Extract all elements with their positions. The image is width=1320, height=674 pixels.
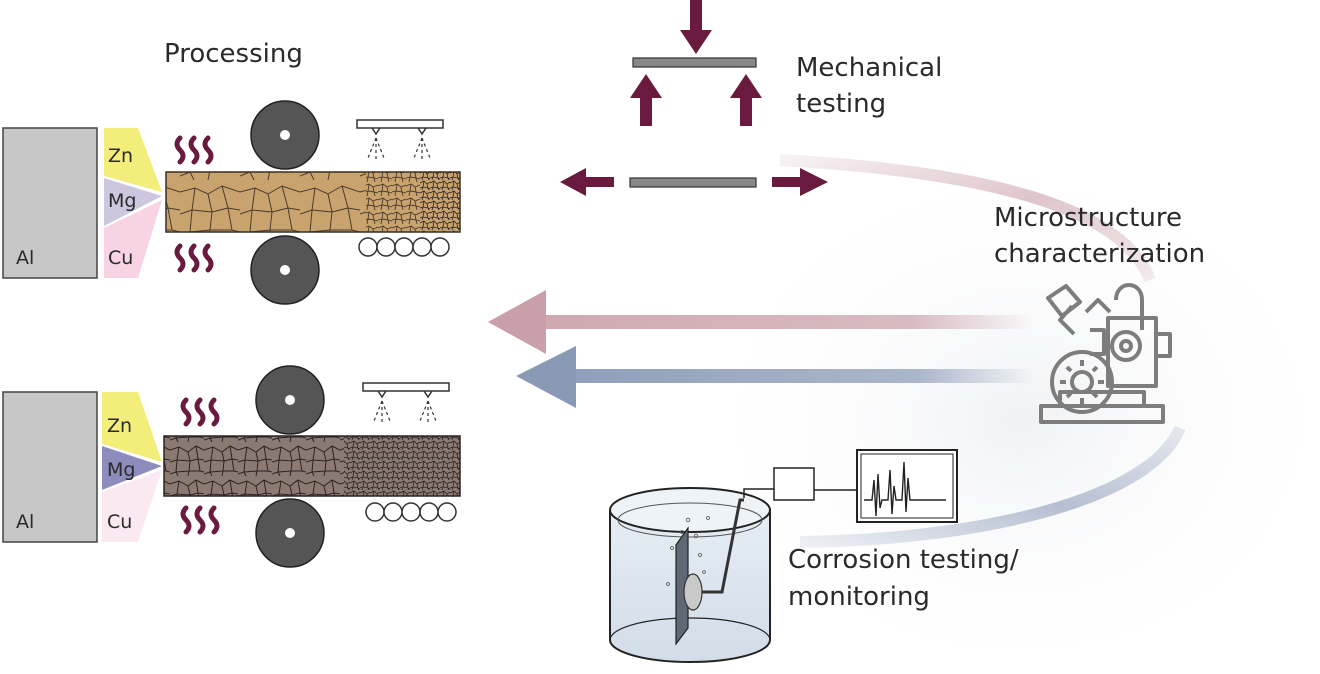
corrosion-label-line1: Corrosion testing/: [788, 545, 1019, 575]
element-cu-bottom: Cu: [102, 470, 162, 542]
microstructure-label-line1: Microstructure: [994, 203, 1182, 233]
blue-arrow: [516, 346, 1034, 408]
conveyor-rollers-top: [358, 237, 450, 257]
spray-nozzle-icon: [356, 119, 444, 162]
waveform-monitor-icon: [743, 449, 958, 523]
al-label-top: Al: [16, 247, 34, 269]
heat-wave-icon: [180, 397, 220, 535]
element-zn-bottom: Zn: [102, 392, 162, 462]
bottom-process-row: Al Zn Mg Cu: [2, 365, 461, 568]
heat-wave-icon: [174, 135, 214, 273]
mg-label-top: Mg: [108, 190, 136, 212]
zn-label-top: Zn: [108, 145, 133, 167]
mechanical-testing-label-line1: Mechanical: [796, 53, 942, 83]
processing-label: Processing: [164, 39, 303, 69]
cu-label-top: Cu: [108, 247, 133, 269]
roller-icon: [250, 100, 320, 305]
element-cu-top: Cu: [104, 200, 162, 278]
zn-label-bottom: Zn: [107, 415, 132, 437]
sheet-bottom: [163, 435, 461, 497]
top-process-row: Processing Al Zn Mg Cu: [2, 39, 461, 305]
spray-nozzle-icon: [362, 382, 450, 425]
element-mg-bottom: Mg: [102, 446, 162, 490]
conveyor-rollers-bottom: [365, 502, 457, 522]
al-label-bottom: Al: [16, 511, 34, 533]
mg-label-bottom: Mg: [107, 459, 135, 481]
mechanical-testing-label-line2: testing: [796, 89, 886, 119]
microscope-icon: [1039, 283, 1172, 424]
cu-label-bottom: Cu: [107, 511, 132, 533]
top-feedback-arc: [779, 154, 1156, 283]
microstructure-label-line2: characterization: [994, 239, 1205, 269]
roller-icon: [255, 365, 325, 568]
al-block-bottom: Al: [2, 391, 98, 543]
bottom-feedback-arc: [799, 425, 1186, 548]
element-zn-top: Zn: [104, 128, 162, 192]
pink-arrow: [488, 290, 1034, 354]
sheet-top: [165, 171, 461, 233]
al-block-top: Al: [2, 127, 98, 279]
corrosion-label-line2: monitoring: [788, 582, 930, 612]
mechanical-testing-icon: [560, 0, 828, 196]
corrosion-tank: [609, 487, 771, 663]
element-mg-top: Mg: [104, 178, 162, 226]
